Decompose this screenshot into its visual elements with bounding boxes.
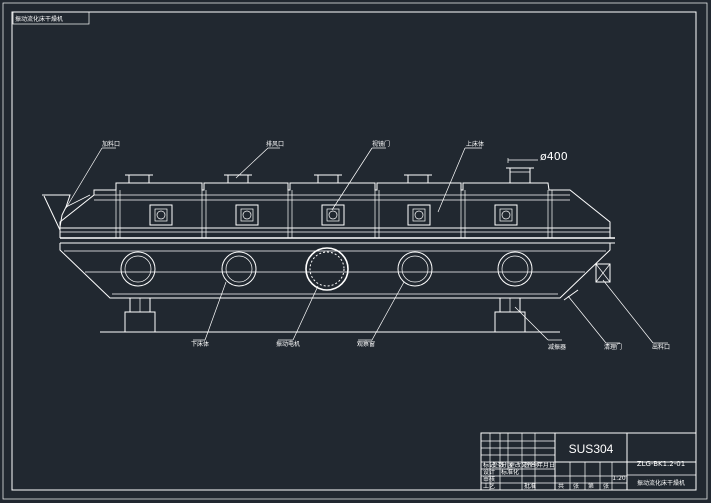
inner-border: [11, 11, 697, 491]
corner-tag-box: [12, 11, 90, 25]
row-label-3: 更改文件号: [509, 461, 539, 469]
footer-label-0: 共: [558, 482, 564, 490]
title-drawing-name: 振动流化床干燥机: [637, 479, 685, 487]
footer-label-3: 张: [603, 482, 609, 490]
row-label-1: 处数: [492, 461, 504, 469]
part-labels: 加料口 排风口 视镜门 上床体 ø400 下床体 振动电机 观察窗 减振器 清理…: [102, 140, 670, 351]
label-vibration-motor: 振动电机: [276, 340, 300, 348]
row-label-0: 标记: [483, 461, 495, 469]
sight-windows: [149, 204, 518, 226]
clean-door: [563, 289, 579, 301]
footer-label-2: 第: [588, 482, 594, 490]
label-exhaust-port: 排风口: [266, 140, 284, 148]
label-sight-window: 观察窗: [357, 340, 375, 348]
label-damping-spring: 减振器: [548, 343, 566, 351]
corner-tag-text: 振动流化床干燥机: [15, 15, 63, 23]
lower-body-outline: [59, 243, 611, 299]
sign-label-0: 设计: [483, 468, 495, 476]
title-drawing-no: ZLG-BK1.2-01: [637, 460, 685, 468]
footer-label-1: 张: [573, 482, 579, 490]
row-label-4: 签名: [524, 461, 536, 469]
exhaust-nozzles: [125, 167, 534, 184]
sign-label-2: 审核: [483, 475, 495, 483]
row-label-2: 分区: [501, 461, 513, 469]
spring-supports: [124, 297, 526, 333]
upper-body-outline: [59, 182, 611, 238]
lower-ports: [120, 247, 533, 291]
sign-label-4: 批准: [524, 482, 536, 490]
title-block: SUS304 ZLG-BK1.2-01 振动流化床干燥机 1:20 标记 处数 …: [480, 432, 697, 491]
dryer-machine: [42, 167, 615, 333]
title-scale: 1:20: [612, 475, 626, 482]
label-inspection-door: 视镜门: [372, 140, 390, 148]
label-upper-body: 上床体: [466, 140, 484, 148]
sign-label-1: 标准化: [501, 468, 519, 476]
upper-stiffeners: [115, 190, 553, 238]
row-label-5: 年月日: [537, 461, 555, 469]
label-lower-body: 下床体: [191, 340, 209, 348]
dimension-diameter: ø400: [540, 150, 568, 163]
discharge-port: [595, 263, 611, 283]
label-feed-port: 加料口: [102, 140, 120, 148]
title-material: SUS304: [569, 442, 614, 456]
sign-label-3: 工艺: [483, 482, 495, 490]
leader-lines: [65, 147, 668, 344]
label-clean-door: 清理门: [604, 343, 622, 351]
label-discharge-port: 出料口: [652, 343, 670, 351]
